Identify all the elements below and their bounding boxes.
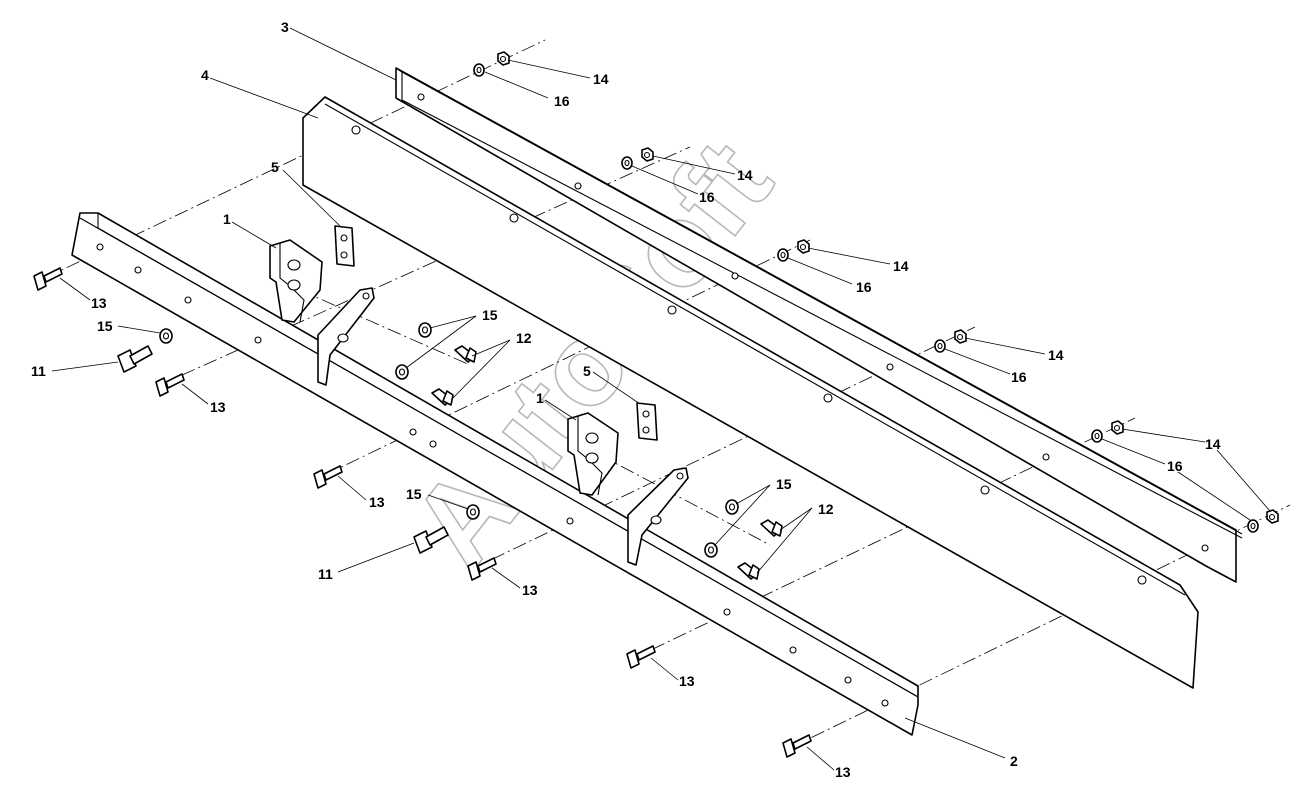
callout-13: 13 xyxy=(835,764,851,780)
callout-15: 15 xyxy=(776,476,792,492)
bolt-icon xyxy=(737,562,760,580)
nuts-14 xyxy=(497,51,1279,524)
callout-13: 13 xyxy=(522,582,538,598)
callout-16: 16 xyxy=(1011,369,1027,385)
callout-14: 14 xyxy=(1205,436,1221,452)
callout-16: 16 xyxy=(856,279,872,295)
callout-1: 1 xyxy=(223,211,231,227)
bolt-icon xyxy=(760,519,783,537)
bolts xyxy=(33,267,812,758)
part-5-plate-right xyxy=(636,402,658,441)
callout-15: 15 xyxy=(406,486,422,502)
callout-3: 3 xyxy=(281,19,289,35)
callout-5: 5 xyxy=(271,159,279,175)
washers xyxy=(159,63,1259,558)
callout-16: 16 xyxy=(554,93,570,109)
part-1-bracket-right xyxy=(567,412,619,496)
nut-icon xyxy=(797,239,810,254)
assembly-axis-lines xyxy=(44,39,1291,749)
callout-16: 16 xyxy=(699,189,715,205)
callout-13: 13 xyxy=(210,399,226,415)
nut-icon xyxy=(954,329,967,344)
callout-11: 11 xyxy=(31,363,46,379)
callout-5: 5 xyxy=(583,363,591,379)
callout-2: 2 xyxy=(1010,753,1018,769)
bolt-icon xyxy=(626,645,656,669)
bolt-icon xyxy=(782,734,812,758)
callout-4: 4 xyxy=(201,67,209,83)
callout-14: 14 xyxy=(737,167,753,183)
callout-16: 16 xyxy=(1167,458,1183,474)
callout-12: 12 xyxy=(818,501,834,517)
nut-icon xyxy=(1111,420,1124,435)
callout-14: 14 xyxy=(1048,347,1064,363)
leader-lines xyxy=(51,27,1271,771)
part-1-bracket-left xyxy=(269,239,323,323)
callout-14: 14 xyxy=(893,258,909,274)
callout-11: 11 xyxy=(318,566,333,582)
callout-13: 13 xyxy=(369,494,385,510)
callout-15: 15 xyxy=(97,318,113,334)
bolt-icon xyxy=(33,267,63,291)
bolt-icon xyxy=(313,465,343,489)
bolt-icon xyxy=(431,388,454,406)
mounting-arm-left xyxy=(317,287,375,386)
bolt-icon xyxy=(117,345,153,373)
part-5-plate-left xyxy=(334,225,355,267)
bolt-icon xyxy=(454,345,477,363)
part-3-strip xyxy=(395,67,1243,583)
callout-14: 14 xyxy=(593,71,609,87)
mounting-arm-right xyxy=(627,467,689,566)
callout-13: 13 xyxy=(679,673,695,689)
callout-labels: 3 4 2 14 16 14 16 14 16 14 16 14 16 1 5 … xyxy=(31,19,1221,780)
bolt-icon xyxy=(155,373,185,397)
part-2-blade xyxy=(71,212,919,736)
callout-1: 1 xyxy=(536,390,544,406)
bolt-icon xyxy=(413,526,449,554)
part-4-plate xyxy=(302,96,1199,689)
nut-icon xyxy=(497,51,510,66)
callout-15: 15 xyxy=(482,307,498,323)
nut-icon xyxy=(1266,509,1279,524)
callout-12: 12 xyxy=(516,330,532,346)
nut-icon xyxy=(641,147,654,162)
bolt-icon xyxy=(467,557,497,581)
callout-13: 13 xyxy=(91,295,107,311)
